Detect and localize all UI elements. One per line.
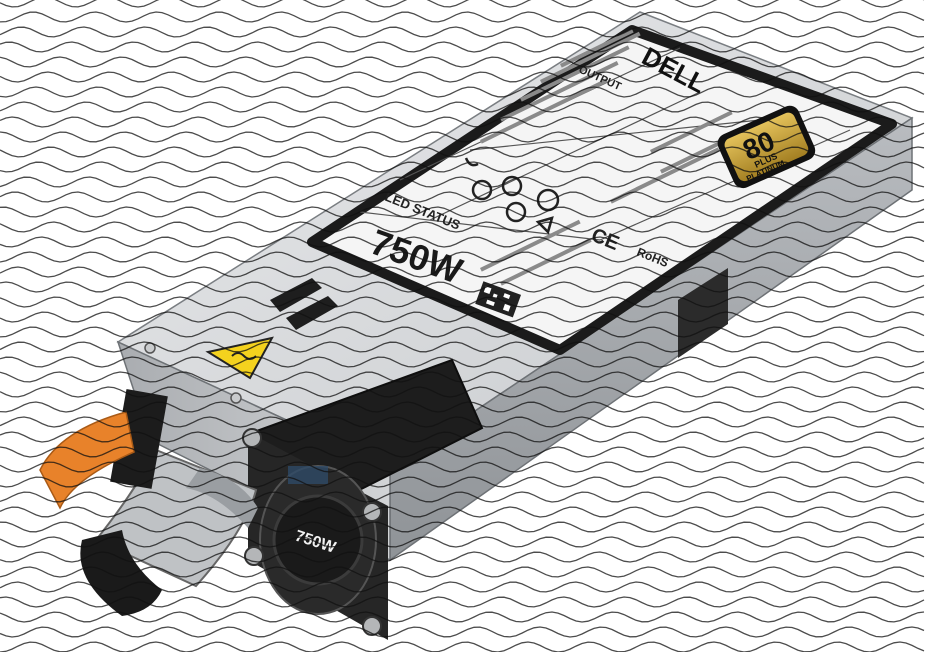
wave-line bbox=[0, 56, 925, 68]
wave-line bbox=[0, 461, 925, 473]
wave-line bbox=[0, 416, 925, 428]
wave-line bbox=[0, 71, 925, 83]
wave-line bbox=[0, 611, 925, 623]
wave-line bbox=[0, 11, 925, 23]
wave-line bbox=[0, 161, 925, 173]
wave-line bbox=[0, 131, 925, 143]
wave-line bbox=[0, 236, 925, 248]
wave-line bbox=[0, 491, 925, 503]
wave-line bbox=[0, 221, 925, 233]
wave-line bbox=[0, 266, 925, 278]
wave-line bbox=[0, 311, 925, 323]
screw-icon bbox=[362, 616, 382, 636]
wave-line bbox=[0, 41, 925, 53]
wave-line bbox=[0, 431, 925, 443]
wave-line bbox=[0, 281, 925, 293]
wave-line bbox=[0, 191, 925, 203]
wave-line bbox=[0, 326, 925, 338]
cert-circle-icon bbox=[536, 188, 560, 212]
wave-line bbox=[0, 386, 925, 398]
wave-line bbox=[0, 641, 925, 652]
wave-line bbox=[0, 596, 925, 608]
wave-line bbox=[0, 0, 924, 8]
wave-line bbox=[0, 566, 925, 578]
certification-icons bbox=[464, 157, 560, 235]
release-handle bbox=[39, 389, 258, 616]
wave-line bbox=[0, 626, 925, 638]
wave-line bbox=[0, 371, 925, 383]
wave-line bbox=[0, 356, 925, 368]
wave-line bbox=[0, 536, 925, 548]
wave-line bbox=[0, 176, 925, 188]
wave-line bbox=[0, 341, 925, 353]
wave-line bbox=[0, 251, 925, 263]
wave-line bbox=[0, 146, 925, 158]
black-grip bbox=[80, 530, 162, 616]
wave-line bbox=[0, 116, 925, 128]
ul-mark-icon bbox=[464, 157, 479, 167]
wave-line bbox=[0, 206, 925, 218]
wave-line bbox=[0, 446, 925, 458]
wave-line bbox=[0, 401, 925, 413]
wave-line bbox=[0, 26, 925, 38]
wave-line bbox=[0, 476, 925, 488]
wave-line bbox=[0, 581, 925, 593]
wave-line bbox=[0, 296, 925, 308]
cert-circle-icon bbox=[501, 175, 523, 197]
wave-line bbox=[0, 101, 925, 113]
wave-line bbox=[0, 86, 925, 98]
wave-line bbox=[0, 521, 925, 533]
orange-latch bbox=[39, 411, 135, 510]
wave-line bbox=[0, 506, 925, 518]
cert-circle-icon bbox=[505, 201, 527, 223]
wave-line bbox=[0, 551, 925, 563]
screw-icon bbox=[244, 546, 264, 566]
warning-triangle-icon bbox=[535, 216, 554, 235]
qr-code-icon bbox=[475, 281, 522, 318]
cert-circle-icon bbox=[471, 179, 493, 201]
fan-housing: 750W bbox=[242, 358, 484, 640]
screws bbox=[144, 342, 242, 404]
screw-icon bbox=[230, 392, 242, 404]
